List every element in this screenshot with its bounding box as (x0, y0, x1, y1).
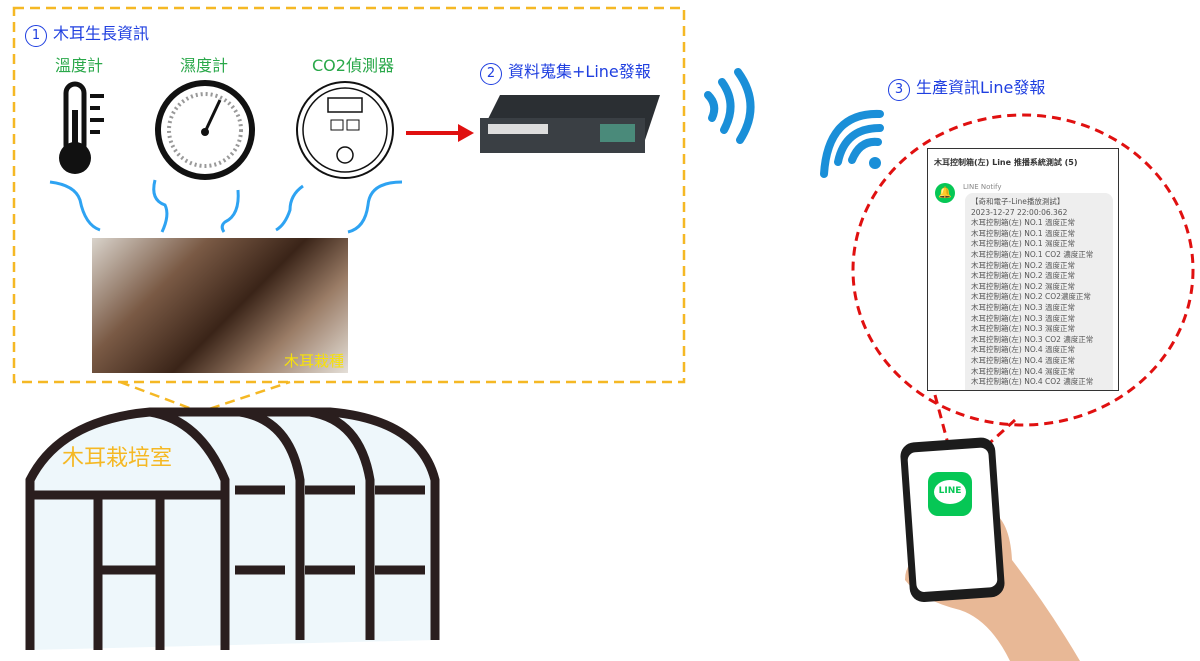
gateway-device-icon (480, 95, 660, 153)
red-arrow (406, 124, 474, 142)
section1-dashed-box (12, 6, 686, 384)
section2-heading: 2 資料蒐集+Line發報 (480, 58, 651, 85)
message-line: 木耳控制箱(左) NO.1 溫度正常 (971, 218, 1075, 228)
section1-title: 木耳生長資訊 (53, 24, 150, 43)
section2-number: 2 (480, 63, 502, 85)
photo-label: 木耳栽種 (283, 352, 344, 370)
hygrometer-icon (155, 80, 255, 180)
message-line: 木耳控制箱(左) NO.1 濕度正常 (971, 239, 1075, 249)
line-app-label: LINE (938, 486, 962, 496)
message-line: 木耳控制箱(左) NO.2 CO2濃度正常 (971, 292, 1091, 302)
wifi-icon-right (820, 109, 884, 178)
thermometer-label: 溫度計 (55, 56, 104, 75)
message-line: 木耳控制箱(左) NO.4 濕度正常 (971, 366, 1075, 376)
message-header: 【奇和電子-Line播放測試】 (971, 197, 1065, 206)
section3-number: 3 (888, 79, 910, 101)
message-bubble: 【奇和電子-Line播放測試】 2023-12-27 22:00:06.362 … (965, 193, 1113, 390)
co2-detector-icon (296, 81, 394, 179)
section2-title: 資料蒐集+Line發報 (508, 62, 651, 81)
message-line: 木耳控制箱(左) NO.3 溫度正常 (971, 302, 1075, 312)
message-line: 木耳控制箱(左) NO.2 濕度正常 (971, 281, 1075, 291)
message-line: 木耳控制箱(左) NO.3 溫度正常 (971, 313, 1075, 323)
greenhouse-label: 木耳栽培室 (62, 446, 173, 471)
message-timestamp: 2023-12-27 22:00:06.362 (971, 207, 1068, 217)
section1-heading: 1 木耳生長資訊 (25, 20, 149, 47)
message-line: 木耳控制箱(左) NO.1 溫度正常 (971, 228, 1075, 238)
thermometer-icon (59, 81, 104, 174)
sender-name: LINE Notify (963, 183, 1002, 191)
co2-detector-label: CO2偵測器 (312, 56, 394, 75)
red-dashed-callout (851, 113, 1195, 427)
section1-number: 1 (25, 25, 47, 47)
chat-title: 木耳控制箱(左) Line 推播系統測試 (5) (934, 158, 1078, 167)
message-line: 木耳控制箱(左) NO.1 CO2 濃度正常 (971, 249, 1094, 259)
message-line: 木耳控制箱(左) NO.3 CO2 濃度正常 (971, 334, 1094, 344)
line-notification-screenshot: 木耳控制箱(左) Line 推播系統測試 (5) 🔔 LINE Notify 【… (927, 148, 1119, 391)
sensor-wave-lines (49, 179, 403, 234)
hygrometer-label: 濕度計 (180, 56, 229, 75)
message-line: 木耳控制箱(左) NO.4 溫度正常 (971, 345, 1075, 355)
message-line: 木耳控制箱(左) NO.4 溫度正常 (971, 355, 1075, 365)
greenhouse-icon (25, 407, 440, 650)
smartphone (900, 437, 1005, 603)
message-line: 木耳控制箱(左) NO.3 濕度正常 (971, 324, 1075, 334)
message-line: 木耳控制箱(左) NO.2 溫度正常 (971, 260, 1075, 270)
bell-icon: 🔔 (935, 183, 955, 203)
message-line: 木耳控制箱(左) NO.4 CO2 濃度正常 (971, 377, 1094, 387)
wifi-icon-left (704, 68, 755, 144)
message-lines: 木耳控制箱(左) NO.1 溫度正常木耳控制箱(左) NO.1 溫度正常木耳控制… (971, 218, 1107, 388)
section3-title: 生產資訊Line發報 (916, 78, 1046, 97)
section3-heading: 3 生產資訊Line發報 (888, 74, 1045, 101)
mushroom-cultivation-photo: 木耳栽種 (92, 238, 348, 373)
message-line: 木耳控制箱(左) NO.2 溫度正常 (971, 271, 1075, 281)
